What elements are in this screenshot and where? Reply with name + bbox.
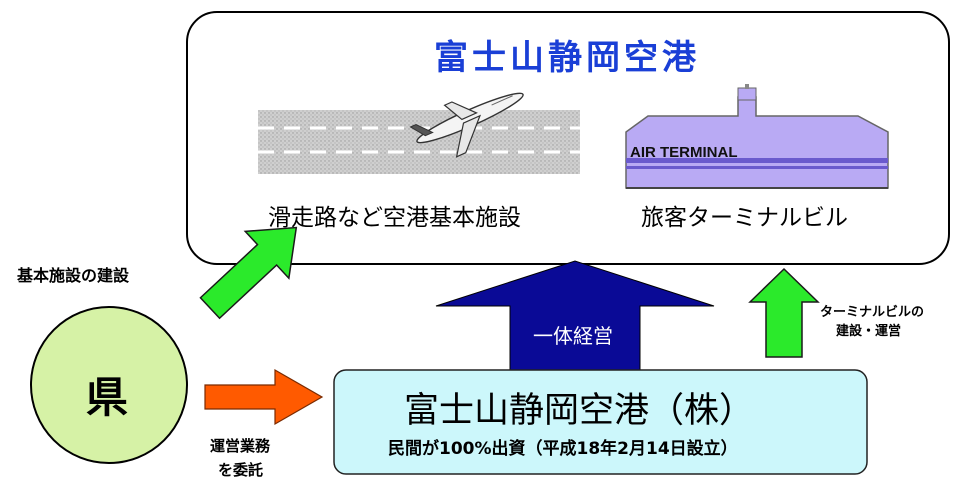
terminal-operation-label-line1: ターミナルビルの (820, 305, 925, 320)
integrated-management-label: 一体経営 (533, 324, 613, 348)
company-name: 富士山静岡空港（株） (404, 391, 755, 431)
prefecture-label: 県 (86, 373, 129, 422)
terminal-operation-label-line2: 建設・運営 (836, 324, 902, 339)
construction-arrow (199, 226, 298, 320)
integrated-management-arrow (435, 260, 715, 372)
consign-label-line2: を委託 (218, 461, 264, 479)
runway-label: 滑走路など空港基本施設 (268, 205, 521, 231)
construction-label: 基本施設の建設 (17, 266, 130, 285)
prefecture-circle (30, 306, 188, 464)
airplane-icon (409, 92, 524, 158)
airport-title: 富士山静岡空港 (434, 38, 700, 78)
company-box (333, 369, 868, 475)
terminal-sign: AIR TERMINAL (630, 144, 738, 161)
consign-arrow (204, 368, 324, 426)
company-description: 民間が100%出資（平成18年2月14日設立） (388, 439, 738, 459)
terminal-operation-arrow (748, 267, 820, 358)
terminal-illustration (625, 84, 889, 189)
terminal-label: 旅客ターミナルビル (641, 205, 848, 231)
consign-label-line1: 運営業務 (210, 437, 271, 455)
